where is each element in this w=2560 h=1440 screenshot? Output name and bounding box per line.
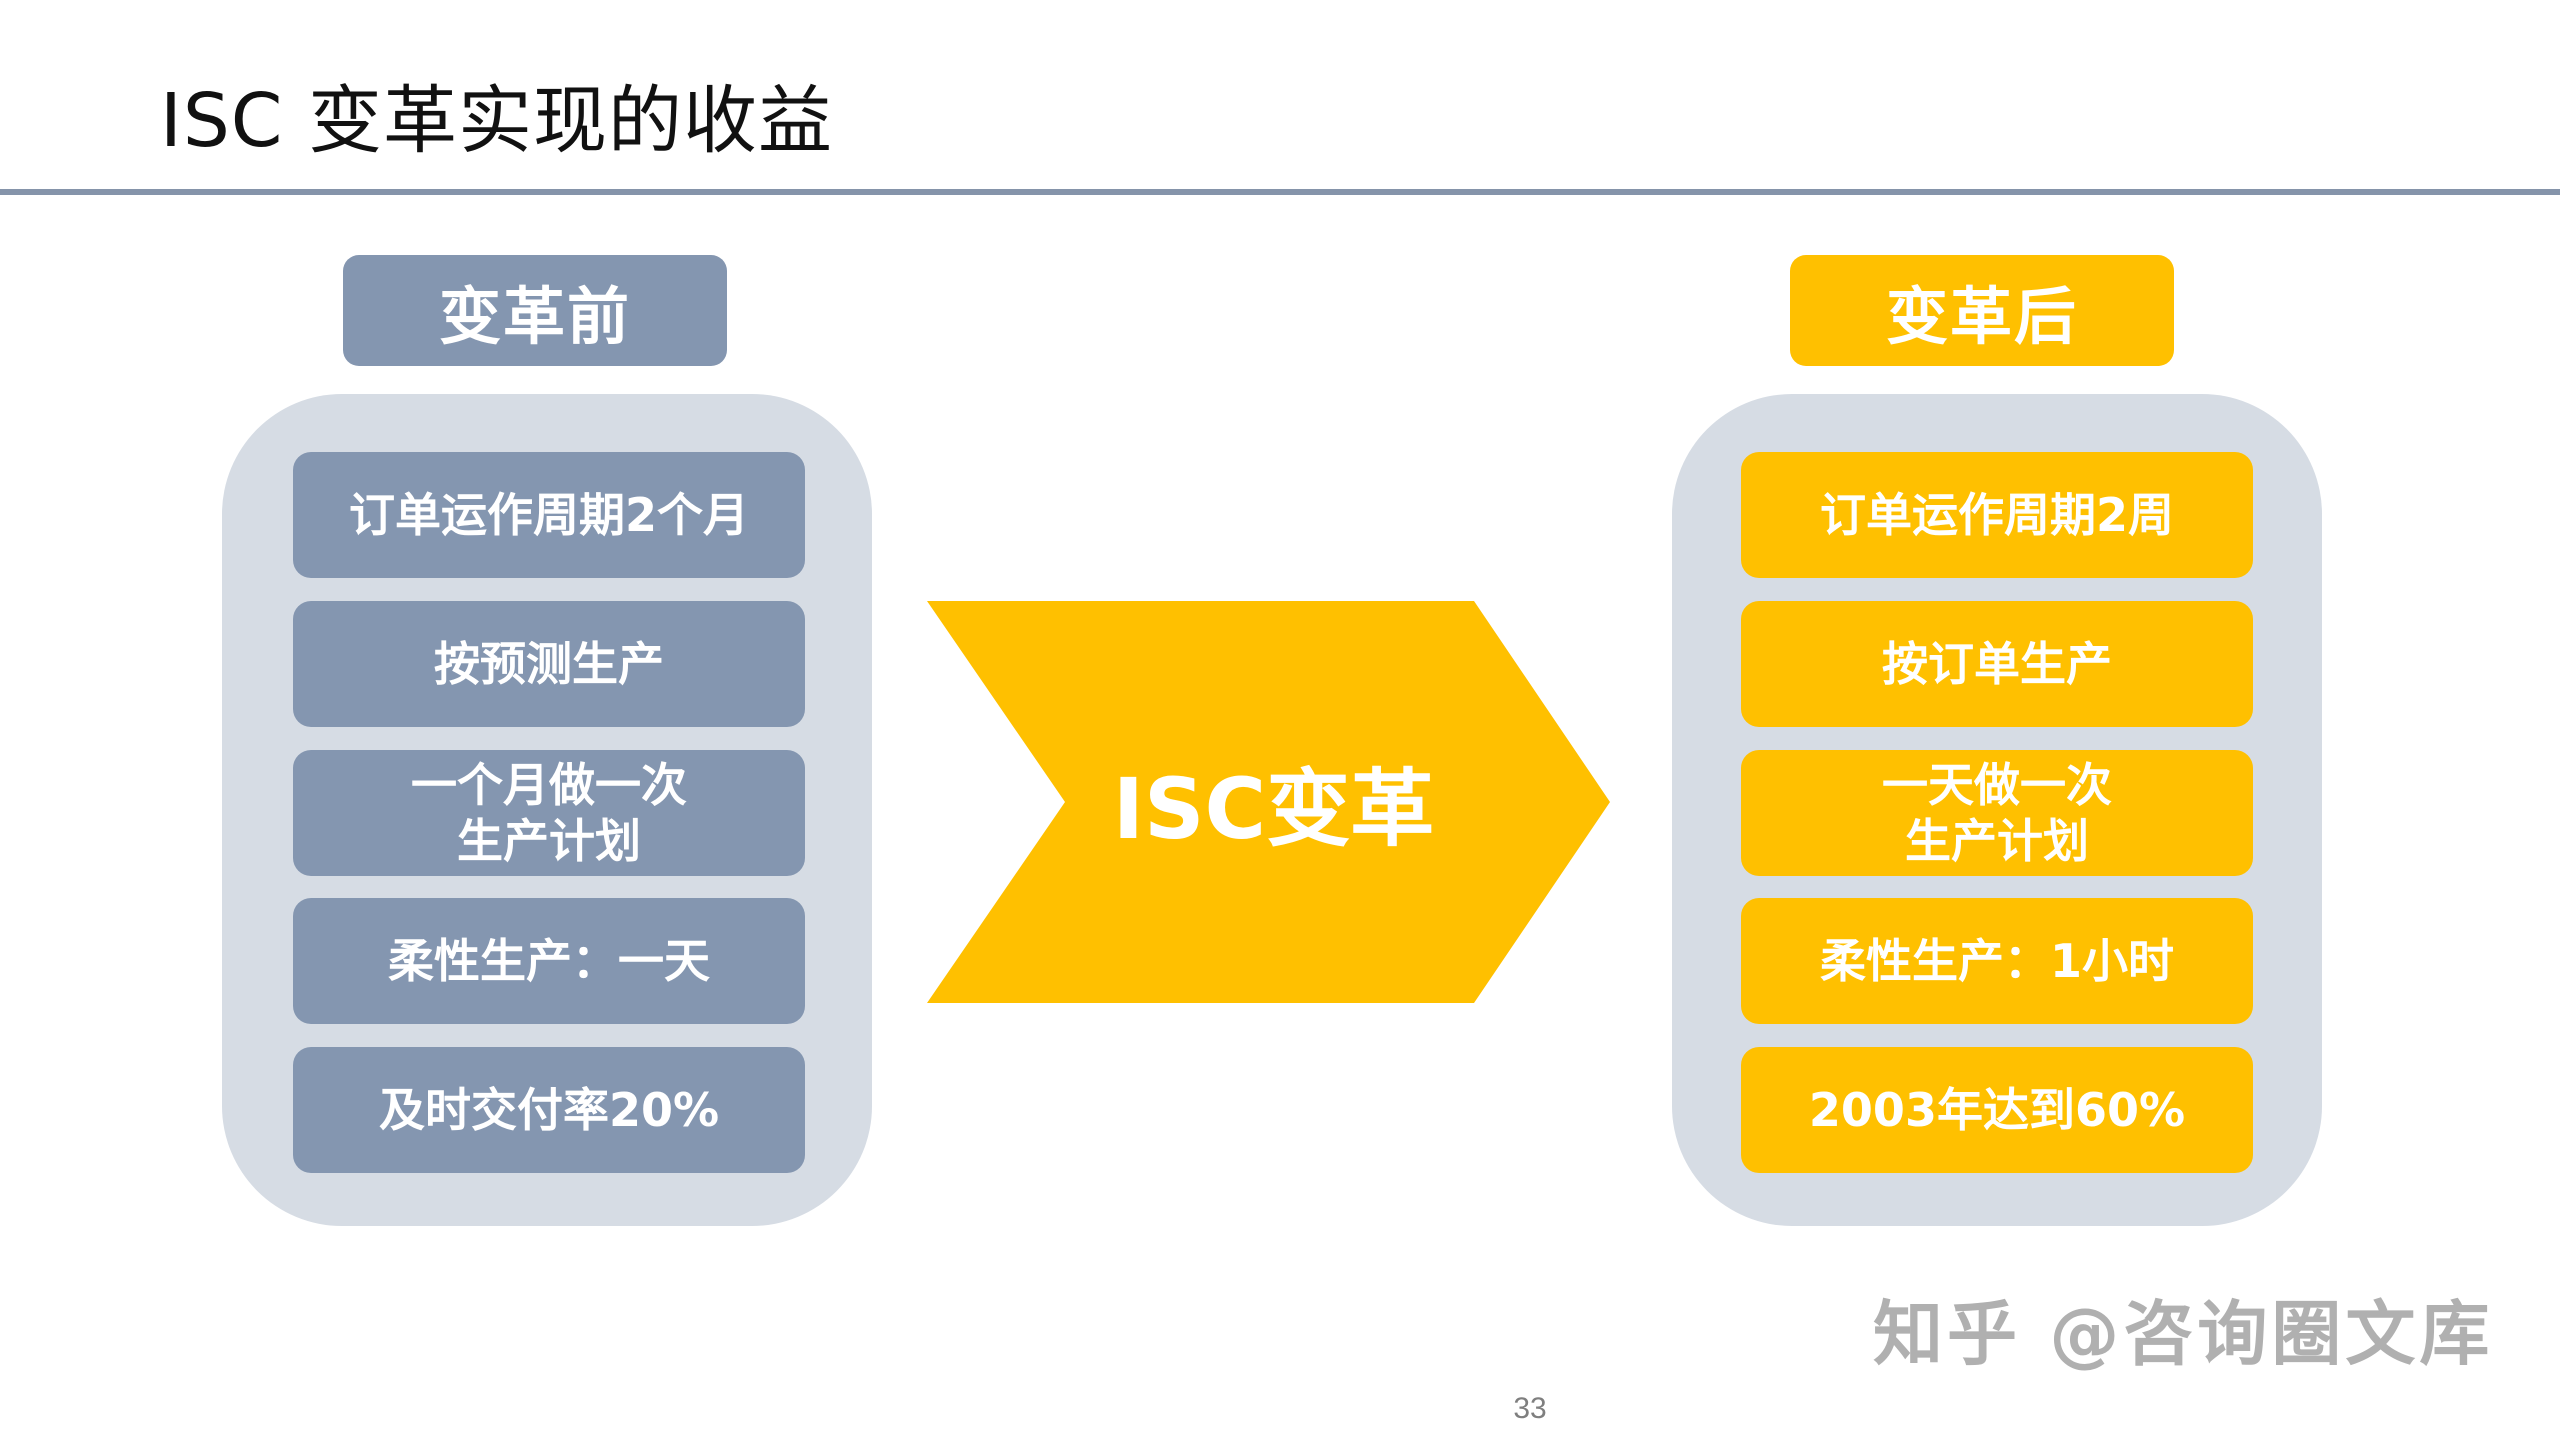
before-panel: 订单运作周期2个月 按预测生产 一个月做一次 生产计划 柔性生产：一天 及时交付… [222,394,872,1226]
item-text: 订单运作周期2个月 [348,488,749,542]
before-item-flexible-production: 柔性生产：一天 [293,898,805,1024]
chevron-arrow-icon [927,601,1610,1003]
before-item-plan-frequency: 一个月做一次 生产计划 [293,750,805,876]
item-text: 订单运作周期2周 [1819,488,2174,542]
watermark: 知乎 @咨询圈文库 [1873,1293,2494,1375]
before-item-delivery-rate: 及时交付率20% [293,1047,805,1173]
after-item-delivery-rate: 2003年达到60% [1741,1047,2253,1173]
item-text: 2003年达到60% [1808,1083,2186,1137]
item-text: 生产计划 [457,814,641,868]
item-text: 一个月做一次 [411,758,687,812]
slide-title: ISC 变革实现的收益 [160,78,833,164]
before-item-production-mode: 按预测生产 [293,601,805,727]
arrow-label: ISC变革 [1112,759,1435,858]
after-item-plan-frequency: 一天做一次 生产计划 [1741,750,2253,876]
item-text: 柔性生产：1小时 [1819,934,2174,988]
item-text: 按订单生产 [1882,637,2112,691]
item-text: 一天做一次 [1882,758,2112,812]
after-item-cycle: 订单运作周期2周 [1741,452,2253,578]
before-header: 变革前 [343,255,727,366]
item-text: 生产计划 [1905,814,2089,868]
page-number: 33 [1513,1392,1547,1425]
item-text: 及时交付率20% [378,1083,720,1137]
before-item-cycle: 订单运作周期2个月 [293,452,805,578]
after-header: 变革后 [1790,255,2174,366]
isc-transformation-arrow: ISC变革 [927,601,1610,1003]
item-text: 柔性生产：一天 [388,934,710,988]
after-item-production-mode: 按订单生产 [1741,601,2253,727]
after-item-flexible-production: 柔性生产：1小时 [1741,898,2253,1024]
title-divider [0,189,2560,195]
after-panel: 订单运作周期2周 按订单生产 一天做一次 生产计划 柔性生产：1小时 2003年… [1672,394,2322,1226]
item-text: 按预测生产 [434,637,664,691]
